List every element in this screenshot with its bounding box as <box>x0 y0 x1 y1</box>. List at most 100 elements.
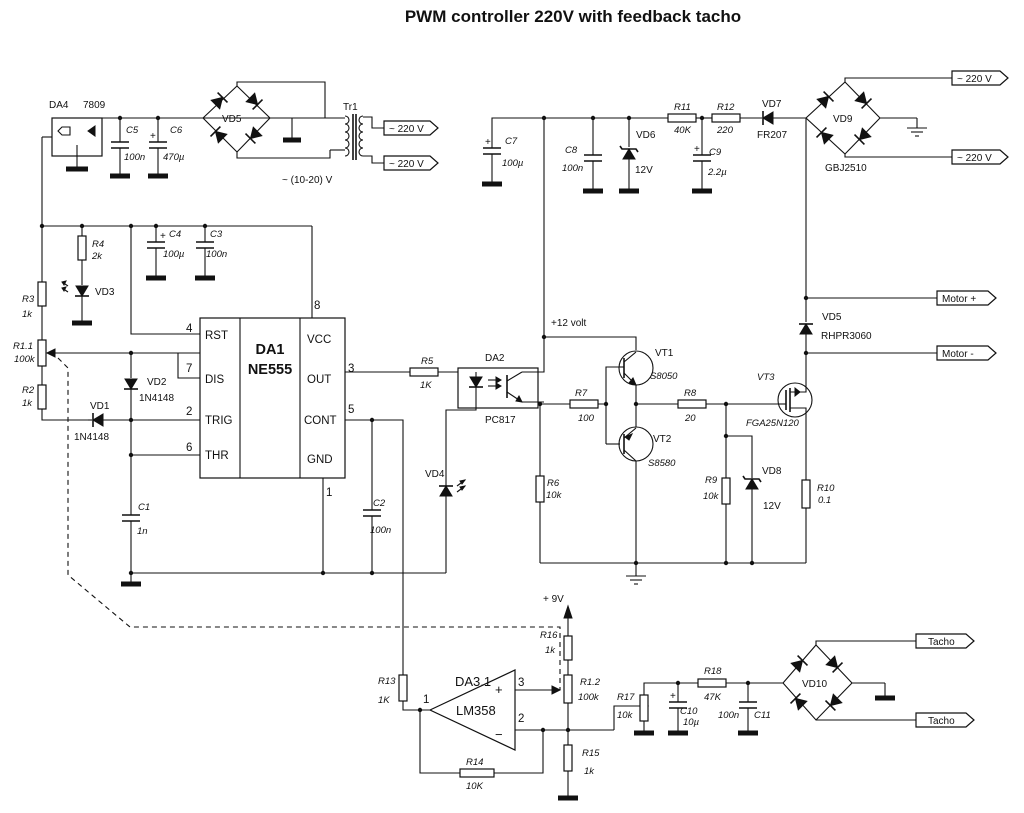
r11-ref: R11 <box>674 102 691 113</box>
secondary-voltage-note: ~ (10-20) V <box>282 175 333 186</box>
supply-9v-label: + 9V <box>543 594 564 605</box>
da1-value: NE555 <box>248 362 292 378</box>
c7-ref: C7 <box>505 136 518 147</box>
svg-text:+: + <box>670 691 676 702</box>
r8-ref: R8 <box>684 388 697 399</box>
svg-text:+: + <box>150 131 156 142</box>
svg-text:+: + <box>160 231 166 242</box>
r14-ref: R14 <box>466 757 483 768</box>
vd3-led <box>74 285 90 297</box>
r18-value: 47K <box>704 692 722 703</box>
c8-ref: C8 <box>565 145 578 156</box>
r14-resistor <box>459 768 495 778</box>
motor-minus-label: Motor - <box>942 349 974 360</box>
c6-value: 470µ <box>163 152 185 163</box>
da1-ne555: DA1 NE555 RST DIS TRIG THR VCC OUT CONT … <box>186 300 354 499</box>
r11-resistor <box>667 113 697 123</box>
r10-resistor <box>801 479 811 509</box>
vd1-value: 1N4148 <box>74 432 109 443</box>
regulator-input-arrow-icon <box>57 126 71 136</box>
hv-supply-section: + C7 100µ C8 100n VD6 12V R11 40K + C9 2… <box>482 70 1009 383</box>
motor-plus-label: Motor + <box>942 294 976 305</box>
da3-value: LM358 <box>456 703 496 718</box>
vt1-value: S8050 <box>650 371 678 382</box>
r13-value: 1K <box>378 695 390 706</box>
pin-cont-label: CONT <box>304 415 337 427</box>
pin-2-number: 2 <box>186 406 192 418</box>
r12-resistor <box>711 113 741 123</box>
r7-ref: R7 <box>575 388 588 399</box>
vd1-ref: VD1 <box>90 401 110 412</box>
vt3-igbt: VT3 FGA25N120 <box>746 372 813 429</box>
r13-ref: R13 <box>378 676 396 687</box>
da3-opamp <box>428 669 516 751</box>
vd5-bridge-ref: VD5 <box>222 114 242 125</box>
vd9-value: GBJ2510 <box>825 163 867 174</box>
vd2-value: 1N4148 <box>139 393 174 404</box>
c2-ref: C2 <box>373 498 386 509</box>
pin-vcc-label: VCC <box>307 334 331 346</box>
c10-value: 10µ <box>683 717 700 728</box>
pin-7-number: 7 <box>186 363 192 375</box>
vd8-ref: VD8 <box>762 466 782 477</box>
pin-trig-label: TRIG <box>205 415 233 427</box>
c3-ref: C3 <box>210 229 223 240</box>
r8-value: 20 <box>684 413 696 424</box>
da3-pin-2: 2 <box>518 713 524 725</box>
vd6-zener <box>619 145 639 160</box>
r15-ref: R15 <box>582 748 600 759</box>
vt1-ref: VT1 <box>655 348 674 359</box>
vd2-ref: VD2 <box>147 377 167 388</box>
vt3-ref: VT3 <box>757 372 775 383</box>
c6-ref: C6 <box>170 125 183 136</box>
da4-value: 7809 <box>83 100 106 111</box>
r2-resistor <box>37 384 47 410</box>
tacho-label-bottom: Tacho <box>928 716 955 727</box>
r5-ref: R5 <box>421 356 434 367</box>
r1-1-value: 100k <box>14 354 36 365</box>
svg-text:+: + <box>694 144 700 155</box>
da2-value: PC817 <box>485 415 516 426</box>
supply-12v-label: +12 volt <box>551 318 587 329</box>
ac-input-port-bottom <box>383 155 439 171</box>
vd4-led <box>438 485 454 497</box>
vt1-transistor: VT1 S8050 <box>618 348 678 386</box>
c9-value: 2.2µ <box>707 167 727 178</box>
pin-1-number: 1 <box>326 487 332 499</box>
r7-value: 100 <box>578 413 595 424</box>
pin-6-number: 6 <box>186 442 192 454</box>
feedback-section: R13 1K DA3.1 LM358 + − 1 3 2 R14 10K + 9… <box>57 357 975 801</box>
pin-thr-label: THR <box>205 450 229 462</box>
c1-ref: C1 <box>138 502 150 513</box>
r3-resistor <box>37 281 47 307</box>
r18-ref: R18 <box>704 666 722 677</box>
r7-resistor <box>569 399 599 409</box>
svg-text:+: + <box>485 137 491 148</box>
da4-ref: DA4 <box>49 100 69 111</box>
c10-ref: C10 <box>680 706 698 717</box>
r15-resistor <box>563 744 573 772</box>
r4-ref: R4 <box>92 239 104 250</box>
da2-optocoupler: DA2 PC817 <box>457 353 539 426</box>
r4-resistor <box>77 235 87 261</box>
c1-value: 1n <box>137 526 148 537</box>
r9-resistor <box>721 477 731 505</box>
vd9-ref: VD9 <box>833 114 853 125</box>
ac-input-label-top: ~ 220 V <box>389 124 424 135</box>
ac-input-port-vd9-bottom <box>951 149 1009 165</box>
pin-3-number: 3 <box>348 363 354 375</box>
vd6-value: 12V <box>635 165 653 176</box>
vt2-ref: VT2 <box>653 434 672 445</box>
c3-value: 100n <box>206 249 227 260</box>
vd4-ref: VD4 <box>425 469 445 480</box>
vd5-diode-value: RHPR3060 <box>821 331 872 342</box>
r15-value: 1k <box>584 766 595 777</box>
ac-input-label-bottom: ~ 220 V <box>389 159 424 170</box>
c7-value: 100µ <box>502 158 524 169</box>
r1-1-potentiometer <box>37 339 47 367</box>
r10-value: 0.1 <box>818 495 831 506</box>
r13-resistor <box>398 674 408 702</box>
tr1-ref: Tr1 <box>343 102 358 113</box>
r16-ref: R16 <box>540 630 558 641</box>
